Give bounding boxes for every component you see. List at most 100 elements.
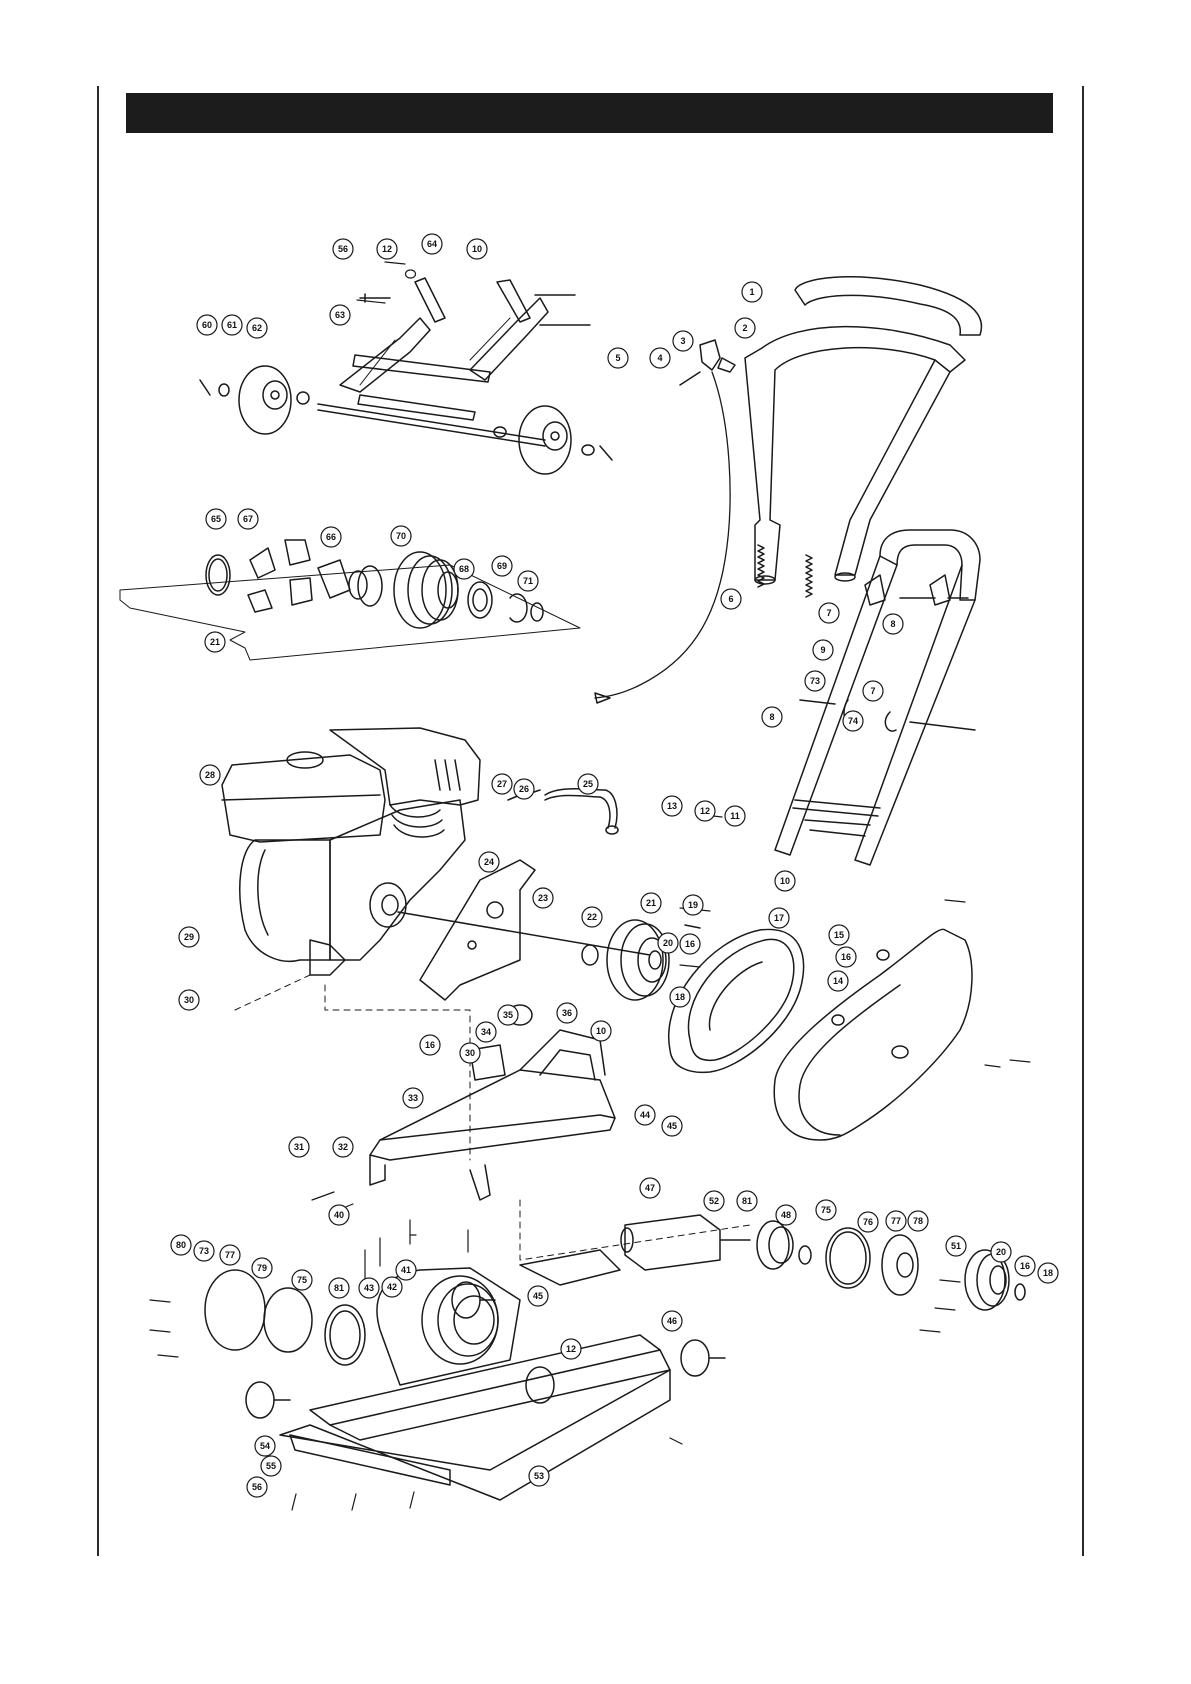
part-callout-41: 41 <box>396 1260 416 1280</box>
engine-fuel-tank <box>222 752 385 842</box>
callout-number: 81 <box>742 1196 752 1206</box>
part-callout-80: 80 <box>171 1235 191 1255</box>
part-callout-21: 21 <box>641 893 661 913</box>
callout-number: 26 <box>519 784 529 794</box>
callout-number: 5 <box>615 353 620 363</box>
part-callout-75: 75 <box>816 1200 836 1220</box>
part-callout-9: 9 <box>813 640 833 660</box>
part-callout-67: 67 <box>238 509 258 529</box>
callout-number: 74 <box>848 716 858 726</box>
part-callout-30: 30 <box>460 1043 480 1063</box>
callout-number: 7 <box>826 608 831 618</box>
callout-number: 32 <box>338 1142 348 1152</box>
part-callout-70: 70 <box>391 526 411 546</box>
part-callout-8: 8 <box>762 707 782 727</box>
callout-number: 61 <box>227 320 237 330</box>
callout-number: 13 <box>667 801 677 811</box>
part-callout-6: 6 <box>721 589 741 609</box>
callout-number: 8 <box>890 619 895 629</box>
callout-number: 16 <box>841 952 851 962</box>
callout-number: 33 <box>408 1093 418 1103</box>
callout-number: 4 <box>657 353 662 363</box>
callout-number: 16 <box>425 1040 435 1050</box>
callout-number: 16 <box>1020 1261 1030 1271</box>
callout-number: 18 <box>675 992 685 1002</box>
part-callout-18: 18 <box>670 987 690 1007</box>
cotter-pin-left <box>200 380 210 395</box>
callout-number: 1 <box>749 287 754 297</box>
part-callout-81: 81 <box>737 1191 757 1211</box>
part-callout-32: 32 <box>333 1137 353 1157</box>
callout-number: 28 <box>205 770 215 780</box>
part-callout-75: 75 <box>292 1270 312 1290</box>
callout-number: 30 <box>465 1048 475 1058</box>
clutch-assembly <box>120 540 580 660</box>
part-callout-45: 45 <box>662 1116 682 1136</box>
part-callout-12: 12 <box>695 801 715 821</box>
callout-number: 12 <box>700 806 710 816</box>
callout-number: 66 <box>326 532 336 542</box>
part-callout-71: 71 <box>518 571 538 591</box>
part-callout-40: 40 <box>329 1205 349 1225</box>
callout-number: 14 <box>833 976 843 986</box>
part-callout-11: 11 <box>725 806 745 826</box>
callout-number: 48 <box>781 1210 791 1220</box>
part-callout-60: 60 <box>197 315 217 335</box>
part-callout-4: 4 <box>650 348 670 368</box>
part-callout-33: 33 <box>403 1088 423 1108</box>
dashed-assembly-line-2 <box>325 985 470 1160</box>
part-callout-68: 68 <box>454 559 474 579</box>
callout-number: 70 <box>396 531 406 541</box>
part-callout-29: 29 <box>179 927 199 947</box>
part-callout-13: 13 <box>662 796 682 816</box>
callout-number: 12 <box>566 1344 576 1354</box>
part-callout-27: 27 <box>492 774 512 794</box>
part-callout-74: 74 <box>843 711 863 731</box>
callout-number: 10 <box>596 1026 606 1036</box>
callout-number: 69 <box>497 561 507 571</box>
part-callout-10: 10 <box>467 239 487 259</box>
part-callout-21: 21 <box>205 632 225 652</box>
callout-number: 12 <box>382 244 392 254</box>
callout-number: 6 <box>728 594 733 604</box>
callout-number: 75 <box>297 1275 307 1285</box>
part-callout-62: 62 <box>247 318 267 338</box>
callout-number: 43 <box>364 1283 374 1293</box>
part-callout-1: 1 <box>742 282 762 302</box>
callout-number: 9 <box>820 645 825 655</box>
part-callout-54: 54 <box>255 1436 275 1456</box>
callout-number: 42 <box>387 1282 397 1292</box>
part-callout-23: 23 <box>533 888 553 908</box>
part-callout-45: 45 <box>528 1286 548 1306</box>
callout-number: 60 <box>202 320 212 330</box>
callout-number: 34 <box>481 1027 491 1037</box>
part-callout-44: 44 <box>635 1105 655 1125</box>
part-callout-20: 20 <box>991 1242 1011 1262</box>
part-callout-31: 31 <box>289 1137 309 1157</box>
transport-wheel-left <box>239 366 309 434</box>
belt-guard-plate <box>420 860 535 1000</box>
part-callout-47: 47 <box>640 1178 660 1198</box>
callout-number: 44 <box>640 1110 650 1120</box>
part-callout-26: 26 <box>514 779 534 799</box>
part-callout-48: 48 <box>776 1205 796 1225</box>
callout-number: 73 <box>810 676 820 686</box>
callout-number: 18 <box>1043 1268 1053 1278</box>
part-callout-19: 19 <box>683 895 703 915</box>
callout-number: 23 <box>538 893 548 903</box>
part-callout-18: 18 <box>1038 1263 1058 1283</box>
callout-number: 19 <box>688 900 698 910</box>
callout-number: 80 <box>176 1240 186 1250</box>
part-callout-16: 16 <box>680 934 700 954</box>
part-callout-36: 36 <box>557 1003 577 1023</box>
part-callout-76: 76 <box>858 1212 878 1232</box>
part-callout-42: 42 <box>382 1277 402 1297</box>
part-callout-77: 77 <box>886 1211 906 1231</box>
part-callout-73: 73 <box>194 1241 214 1261</box>
part-callout-56: 56 <box>247 1477 267 1497</box>
part-callout-78: 78 <box>908 1211 928 1231</box>
callout-number: 77 <box>891 1216 901 1226</box>
part-callout-77: 77 <box>220 1245 240 1265</box>
callout-number: 56 <box>252 1482 262 1492</box>
callout-number: 11 <box>730 811 740 821</box>
